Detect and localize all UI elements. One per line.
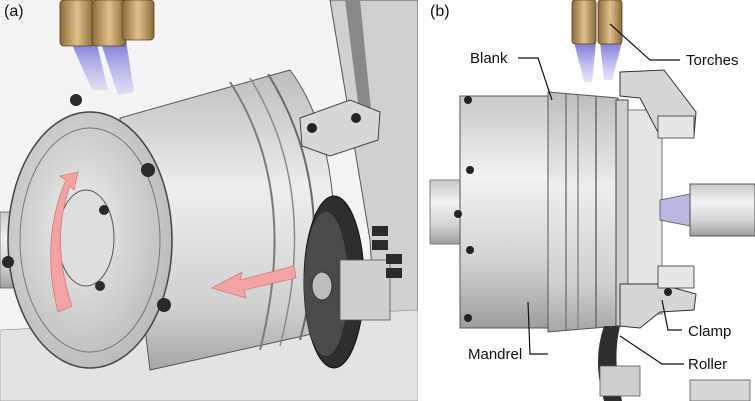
leader-clamp: [661, 299, 682, 331]
torch-flame: [70, 40, 108, 90]
callout-blank: Blank: [470, 50, 508, 67]
bolt: [2, 256, 14, 268]
torches-a: [59, 0, 155, 95]
tailstock: [689, 183, 755, 237]
torch-flame: [100, 40, 134, 95]
callout-leaders: [518, 23, 684, 365]
mandrel-bolts-b: [454, 96, 474, 322]
roller-a: [303, 195, 391, 369]
blank-ring: [229, 81, 276, 351]
clamp-b-top: [619, 69, 697, 139]
springs: [372, 226, 402, 278]
callout-clamp: Clamp: [688, 323, 731, 340]
torch-nozzle: [121, 0, 155, 41]
torch-nozzle: [59, 0, 95, 47]
leader-blank: [518, 57, 553, 101]
torch-nozzle: [91, 0, 127, 47]
leader-torches: [609, 23, 680, 61]
torches-b: [571, 0, 623, 82]
leader-mandrel: [527, 301, 548, 355]
clamp-b-bottom: [619, 265, 697, 329]
callout-mandrel: Mandrel: [468, 346, 522, 363]
blank-ring: [249, 77, 296, 347]
panel-b: (b) Blank Torches Mandrel Roller Clamp: [426, 0, 755, 401]
panel-a: (a): [0, 0, 419, 401]
callout-torches: Torches: [686, 52, 739, 69]
tail-cone: [659, 193, 691, 227]
mandrel-face-ring: [19, 127, 161, 353]
chuck-b: [627, 109, 663, 315]
panel-a-label: (a): [4, 3, 24, 20]
mandrel-hub: [57, 189, 115, 287]
rotation-arrow: [50, 171, 79, 313]
feed-arrow: [210, 265, 297, 299]
bolt: [99, 205, 109, 215]
bolt: [141, 163, 155, 177]
mandrel-body-b: [459, 95, 553, 329]
callout-roller: Roller: [688, 356, 727, 373]
clamp-a: [299, 99, 381, 157]
bolt: [157, 298, 171, 312]
leader-roller: [619, 335, 684, 365]
bolt: [95, 281, 105, 291]
bolt: [70, 94, 82, 106]
panel-b-label: (b): [430, 3, 450, 20]
roller-b: [598, 326, 751, 401]
frame-rail: [345, 0, 372, 120]
